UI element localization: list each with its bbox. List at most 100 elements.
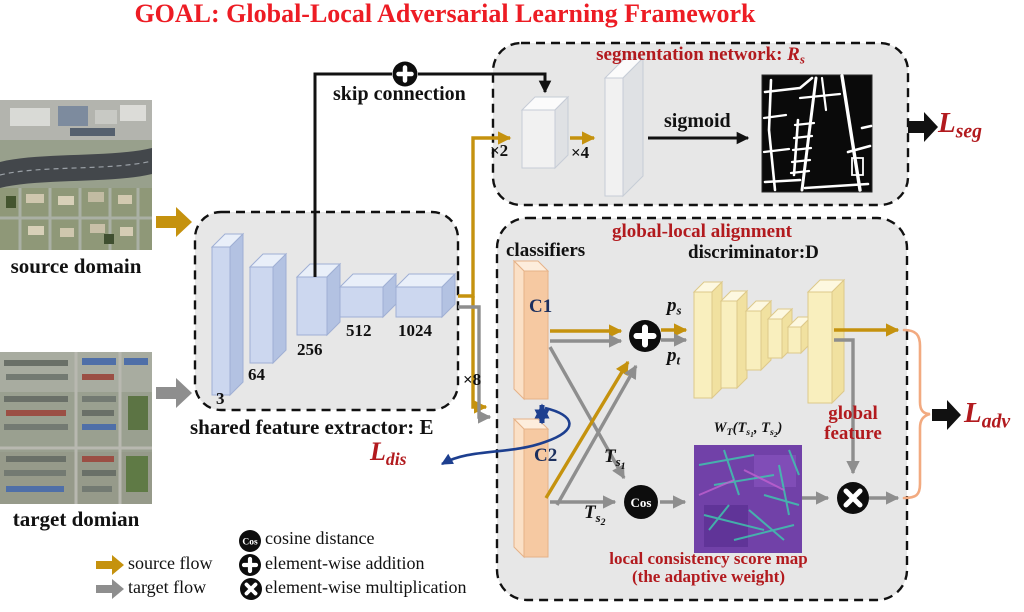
extractor-label: shared feature extractor: E [190,415,434,439]
legend-target-label: target flow [128,577,207,597]
alignment-box [495,216,909,602]
legend-cosine-label: cosine distance [265,528,375,548]
segmentation-decoder-boxes [520,56,645,198]
segmentation-title: segmentation network: Rs [493,44,908,67]
wt-comma: , [753,420,762,436]
wt-main: W [713,420,727,436]
discriminator-label: discriminator:D [688,242,819,263]
discriminator-panels [692,278,846,405]
x2-label: ×2 [490,141,509,160]
classifier-panels [512,259,550,559]
source-flow-arrow [156,207,192,237]
score-caption-line1: local consistency score map [609,549,808,568]
global-feature-down [834,338,860,475]
score-caption-line2: (the adaptive weight) [632,567,785,587]
wt-t1: T [737,420,747,436]
source-flow-to-segmentation [458,131,512,298]
legend-source-label: source flow [128,553,213,573]
layer-label-1024: 1024 [398,321,432,340]
dis-loss-main: L [370,437,386,466]
wt-t1-subsub: 1 [750,429,754,439]
cos-icon-label: Cos [631,495,652,510]
segmentation-r-sub: s [799,51,805,67]
figure-title: GOAL: Global-Local Adversarial Learning … [134,0,756,28]
layer-label-64: 64 [248,365,265,384]
ts2-main: T [584,502,596,523]
seg-loss-main: L [938,107,956,139]
target-domain-label: target domian [12,507,140,531]
legend-addition-label: element-wise addition [265,553,425,573]
adv-brace [902,328,931,500]
layer-label-3: 3 [216,389,225,408]
sigmoid-label: sigmoid [664,110,731,132]
c2-target-to-add [555,364,638,506]
target-flow-arrow [156,378,192,408]
adv-loss-arrow [932,400,961,430]
c2-label: C2 [534,445,558,466]
wt-t1-sub: s [746,426,751,438]
ts1-sub: s [615,453,621,469]
source-domain-image [0,100,153,250]
layer-label-256: 256 [297,340,323,359]
ts1-main: T [604,446,616,467]
adv-loss-sub: adv [981,410,1011,433]
legend-cos-icon: Cos [242,538,258,548]
pt-label: pt [667,345,681,368]
score-map [694,445,802,553]
target-domain-image [0,352,152,504]
ts2-sub: s [595,509,601,525]
legend-target-arrow [96,579,124,599]
skip-connection-label: skip connection [333,83,466,105]
ps-sub: s [676,302,682,318]
pt-sub: t [676,352,681,368]
global-feature-line2: feature [824,423,882,445]
ts2-label: Ts2 [584,502,606,528]
score-map-caption: local consistency score map(the adaptive… [586,549,831,587]
ts2-subsub: 2 [600,516,606,528]
wt-t2-sub: s [769,426,774,438]
legend-icons: Cos [96,530,262,600]
seg-loss-label: Lseg [938,108,982,142]
ts1-subsub: 1 [620,460,626,472]
wt-t2: T [761,420,770,436]
legend-source-arrow [96,555,124,575]
segmentation-map [761,74,873,193]
wt-sub: T [726,426,733,438]
target-flow-to-alignment [458,305,492,424]
cos-icon: Cos [624,485,658,519]
segmentation-title-text: segmentation network: [596,44,783,65]
ps-label: ps [667,295,682,318]
pt-main: p [667,345,677,366]
global-feature-line1: global [828,403,878,424]
extractor-layer-boxes [210,232,457,397]
dis-loss-sub: dis [385,448,407,469]
seg-loss-arrow [908,112,938,142]
alignment-title: global-local alignment [612,221,792,242]
x4-label: ×4 [571,143,590,162]
add-icon [629,320,661,352]
ts1-label: Ts1 [604,446,626,472]
dis-loss-label: Ldis [370,438,407,469]
ps-main: p [667,295,677,316]
wt-open: ( [732,420,738,436]
multiply-icon [837,482,869,514]
adv-loss-label: Ladv [964,398,1010,432]
seg-loss-sub: seg [955,120,982,143]
segmentation-r: R [787,44,800,65]
layer-label-512: 512 [346,321,372,340]
skip-connection-path [313,61,552,277]
source-domain-label: source domain [10,254,142,278]
wt-label: WT(Ts1, Ts2) [690,420,806,439]
classifiers-label: classifiers [506,240,586,261]
wt-close: ) [777,420,783,436]
x8-label: ×8 [463,370,482,389]
c1-to-cos [548,346,626,480]
c1-label: C1 [529,296,553,317]
source-flow-to-alignment [471,296,488,414]
c2-source-to-add [544,360,630,499]
dis-loss-arrow [440,406,571,466]
adv-loss-main: L [964,397,982,429]
